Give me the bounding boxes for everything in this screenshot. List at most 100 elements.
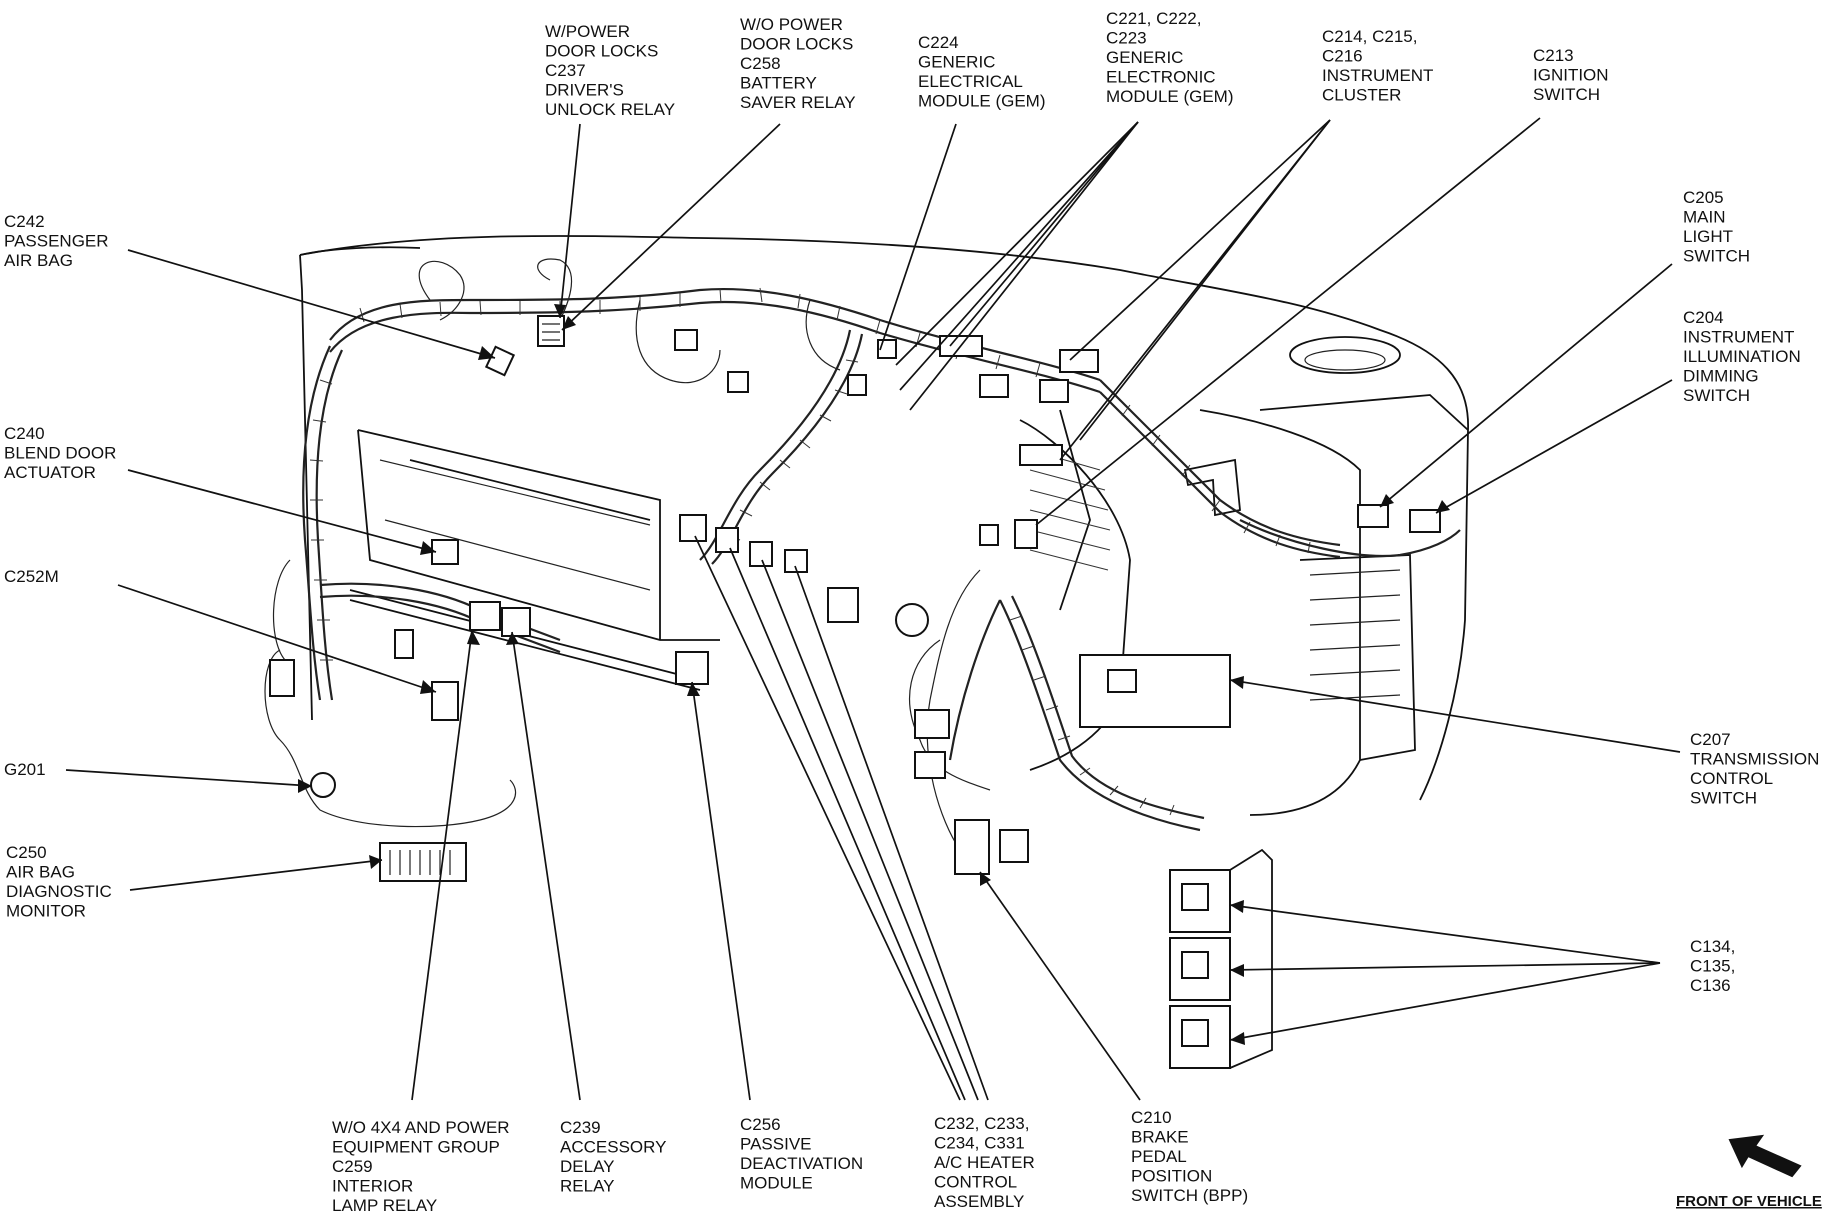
callout-line: SWITCH (BPP) bbox=[1131, 1186, 1248, 1205]
callout-line: MAIN bbox=[1683, 208, 1726, 227]
connector-c135-face bbox=[1181, 951, 1209, 979]
connector-loose-2 bbox=[847, 374, 867, 396]
callout-line: C224 bbox=[918, 33, 959, 52]
callout-c252m: C252M bbox=[4, 567, 59, 586]
callout-line: DRIVER'S bbox=[545, 81, 624, 100]
callout-line: INTERIOR bbox=[332, 1177, 413, 1196]
connector-c250 bbox=[379, 842, 467, 882]
callout-line: GENERIC bbox=[1106, 48, 1183, 67]
callout-line: GENERIC bbox=[918, 53, 995, 72]
connector-c239 bbox=[501, 607, 531, 637]
main-harness bbox=[264, 258, 1461, 851]
callout-g201: G201 bbox=[4, 760, 46, 779]
connector-c233 bbox=[715, 527, 739, 553]
callout-line: DIMMING bbox=[1683, 367, 1759, 386]
connector-c136-face bbox=[1181, 1019, 1209, 1047]
instrument-panel-outline bbox=[299, 235, 1469, 816]
front-of-vehicle-label: FRONT OF VEHICLE bbox=[1676, 1193, 1822, 1210]
callout-line: C204 bbox=[1683, 308, 1724, 327]
callout-line: ELECTRONIC bbox=[1106, 68, 1216, 87]
callout-line: DIAGNOSTIC bbox=[6, 882, 112, 901]
callout-line: INSTRUMENT bbox=[1683, 328, 1794, 347]
callout-c134: C134,C135,C136 bbox=[1690, 937, 1735, 995]
callout-line: C223 bbox=[1106, 29, 1147, 48]
callout-line: C216 bbox=[1322, 47, 1363, 66]
connector-c331 bbox=[784, 549, 808, 573]
callout-line: CLUSTER bbox=[1322, 86, 1401, 105]
bulb-socket bbox=[895, 603, 929, 637]
callout-line: C135, bbox=[1690, 957, 1735, 976]
callout-line: CONTROL bbox=[934, 1173, 1017, 1192]
callout-line: C240 bbox=[4, 424, 45, 443]
connector-loose-1 bbox=[727, 371, 749, 393]
callout-line: SAVER RELAY bbox=[740, 93, 856, 112]
ground-g201 bbox=[310, 772, 336, 798]
callout-line: C259 bbox=[332, 1157, 373, 1176]
connector-c216 bbox=[1019, 444, 1063, 466]
connector-c223 bbox=[1039, 379, 1069, 403]
callout-line: BLEND DOOR bbox=[4, 444, 116, 463]
callout-line: AIR BAG bbox=[4, 251, 73, 270]
callout-line: DELAY bbox=[560, 1157, 615, 1176]
callout-line: PEDAL bbox=[1131, 1147, 1187, 1166]
callout-line: SWITCH bbox=[1533, 85, 1600, 104]
callout-line: INSTRUMENT bbox=[1322, 66, 1433, 85]
connector-c213 bbox=[1014, 519, 1038, 549]
front-of-vehicle-indicator: FRONT OF VEHICLE bbox=[1676, 1134, 1822, 1210]
callout-line: PASSIVE bbox=[740, 1135, 812, 1154]
callout-line: ACCESSORY bbox=[560, 1138, 666, 1157]
connector-c232 bbox=[679, 514, 707, 542]
callout-line: PASSENGER bbox=[4, 232, 109, 251]
callout-line: C205 bbox=[1683, 188, 1724, 207]
connector-c237 bbox=[537, 315, 565, 347]
callout-line: LAMP RELAY bbox=[332, 1196, 437, 1215]
connector-c214 bbox=[1059, 349, 1099, 373]
callout-line: SWITCH bbox=[1690, 789, 1757, 808]
callout-line: ASSEMBLY bbox=[934, 1192, 1024, 1211]
callout-line: MODULE bbox=[740, 1174, 813, 1193]
callout-line: C221, C222, bbox=[1106, 9, 1201, 28]
callout-line: C250 bbox=[6, 843, 47, 862]
callout-line: DOOR LOCKS bbox=[740, 35, 853, 54]
callout-line: W/POWER bbox=[545, 22, 630, 41]
callout-line: W/O POWER bbox=[740, 15, 843, 34]
connector-c259 bbox=[469, 601, 501, 631]
callout-line: CONTROL bbox=[1690, 769, 1773, 788]
connector-low-2 bbox=[914, 751, 946, 779]
callout-line: ACTUATOR bbox=[4, 463, 96, 482]
connector-c210a bbox=[979, 524, 999, 546]
callout-line: C134, bbox=[1690, 937, 1735, 956]
connector-left-side bbox=[269, 659, 295, 697]
callout-line: UNLOCK RELAY bbox=[545, 100, 675, 119]
callout-line: C210 bbox=[1131, 1108, 1172, 1127]
callout-line: TRANSMISSION bbox=[1690, 750, 1819, 769]
connector-low-3 bbox=[954, 819, 990, 875]
callout-line: C242 bbox=[4, 212, 45, 231]
callout-line: MODULE (GEM) bbox=[1106, 87, 1234, 106]
leader-arrowheads bbox=[298, 304, 1450, 1045]
callout-line: POSITION bbox=[1131, 1167, 1212, 1186]
connector-c134-face bbox=[1181, 883, 1209, 911]
callout-line: IGNITION bbox=[1533, 66, 1609, 85]
callout-line: ELECTRICAL bbox=[918, 72, 1023, 91]
callout-line: C237 bbox=[545, 61, 586, 80]
connector-c222 bbox=[979, 374, 1009, 398]
callout-line: MODULE (GEM) bbox=[918, 92, 1046, 111]
callout-line: MONITOR bbox=[6, 902, 86, 921]
connector-c256 bbox=[675, 651, 709, 685]
connector-low-1 bbox=[914, 709, 950, 739]
